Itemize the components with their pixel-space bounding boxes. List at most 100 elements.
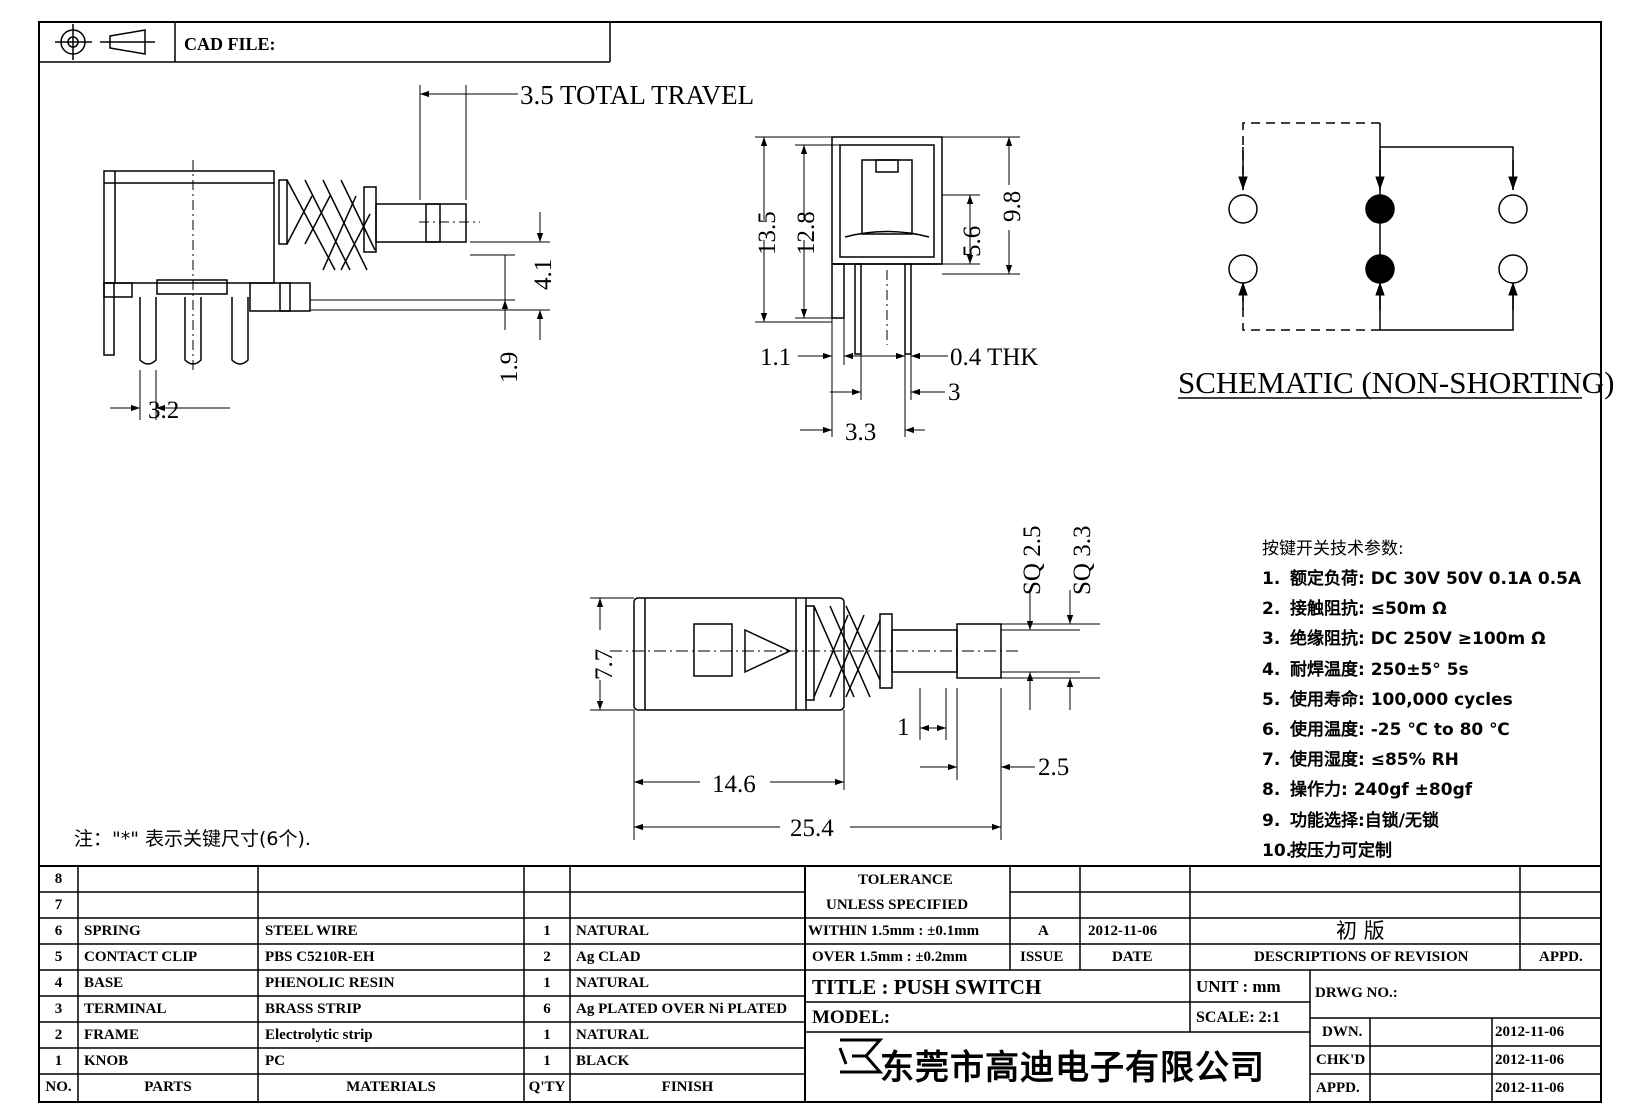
bom-header-qty: Q'TY: [528, 1079, 566, 1095]
dwn-label: DWN.: [1322, 1024, 1363, 1040]
drwg-no-label: DRWG NO.:: [1315, 985, 1398, 1001]
spec-item-text: 接触阻抗: ≤50m Ω: [1290, 599, 1447, 620]
front-view: [831, 136, 943, 355]
spec-item-number: 10.: [1262, 840, 1293, 861]
bom-row-qty: 6: [543, 1001, 551, 1017]
bom-row-material: STEEL WIRE: [265, 923, 358, 939]
dim-total-travel: 3.5 TOTAL TRAVEL: [520, 80, 754, 110]
dim-13-5: 13.5: [754, 211, 781, 255]
spec-item-number: 2.: [1262, 599, 1281, 620]
spec-item: 5.使用寿命: 100,000 cycles: [1262, 685, 1513, 710]
bom-row-qty: 1: [543, 1027, 551, 1043]
dim-12-8: 12.8: [793, 211, 820, 255]
dim-0-4-thk: 0.4 THK: [950, 344, 1038, 371]
bom-row-part: SPRING: [84, 923, 141, 939]
revision-description: 初 版: [1336, 919, 1385, 943]
bom-row-material: Electrolytic strip: [265, 1027, 373, 1043]
bom-row-part: KNOB: [84, 1053, 129, 1069]
spec-item: 3. 绝缘阻抗: DC 250V ≥100m Ω: [1262, 624, 1546, 649]
bom-row-no: 8: [54, 871, 63, 887]
spec-item: 7.使用湿度: ≤85% RH: [1262, 745, 1459, 770]
spec-item-text: 绝缘阻抗: DC 250V ≥100m Ω: [1290, 629, 1546, 650]
bom-row-part: BASE: [84, 975, 124, 991]
schematic-diagram: [1228, 122, 1528, 331]
bom-row-no: 1: [54, 1053, 63, 1069]
spec-item: 10.按压力可定制: [1262, 836, 1392, 861]
bom-row-part: CONTACT CLIP: [84, 949, 198, 965]
dim-1-1: 1.1: [760, 344, 791, 371]
bom-row-material: PHENOLIC RESIN: [265, 975, 395, 991]
date-label: DATE: [1112, 949, 1153, 965]
chkd-label: CHK'D: [1316, 1052, 1366, 1068]
dim-2-5: 2.5: [1038, 754, 1069, 781]
spec-item-number: 6.: [1262, 720, 1281, 740]
dim-25-4: 25.4: [790, 815, 834, 842]
spec-item-text: 操作力: 240gf ±80gf: [1290, 780, 1473, 801]
spec-item-number: 3.: [1262, 629, 1281, 650]
title-block-grid: [39, 865, 1601, 1102]
scale-text: SCALE: 2:1: [1196, 1009, 1281, 1026]
tolerance-within: WITHIN 1.5mm : ±0.1mm: [808, 923, 980, 939]
front-view-dimensions: [755, 136, 1020, 437]
bom-row-qty: 1: [543, 923, 551, 939]
top-view: [610, 597, 1020, 711]
cad-file-label: CAD FILE:: [184, 34, 276, 54]
revision-date: 2012-11-06: [1088, 923, 1158, 939]
tolerance-line2: UNLESS SPECIFIED: [826, 897, 969, 913]
note-text: 注："*" 表示关键尺寸(6个).: [74, 828, 311, 850]
bom-row-material: PBS C5210R-EH: [265, 949, 375, 965]
company-name: 东莞市高迪电子有限公司: [880, 1048, 1265, 1088]
bom-header-materials: MATERIALS: [346, 1079, 436, 1095]
appd-sign-label: APPD.: [1316, 1080, 1360, 1096]
spec-item-text: 使用寿命: 100,000 cycles: [1290, 689, 1513, 710]
bom-row-no: 5: [54, 949, 63, 965]
bom-row-qty: 2: [543, 949, 551, 965]
spec-item: 1.额定负荷: DC 30V 50V 0.1A 0.5A: [1262, 564, 1581, 589]
projection-symbol-icon: [55, 24, 155, 60]
dim-1: 1: [897, 714, 910, 741]
bom-row-finish: NATURAL: [576, 1027, 650, 1043]
dim-9-8: 9.8: [999, 191, 1026, 222]
spec-item: 2. 接触阻抗: ≤50m Ω: [1262, 594, 1447, 619]
spec-item-number: 4.: [1262, 659, 1281, 680]
specs-title: 按键开关技术参数:: [1262, 539, 1404, 559]
appd-date: 2012-11-06: [1495, 1080, 1565, 1096]
bom-row-part: FRAME: [84, 1027, 139, 1043]
bom-row-finish: Ag CLAD: [576, 949, 641, 965]
dim-7-7: 7.7: [591, 649, 618, 680]
dim-14-6: 14.6: [712, 771, 756, 798]
tolerance-over: OVER 1.5mm : ±0.2mm: [812, 949, 968, 965]
spec-item-number: 9.: [1262, 810, 1281, 831]
bom-row-material: BRASS STRIP: [265, 1001, 362, 1017]
spec-item-number: 8.: [1262, 780, 1281, 801]
spec-item: 8. 操作力: 240gf ±80gf: [1262, 775, 1472, 800]
side-view: [103, 160, 480, 370]
dim-3: 3: [948, 379, 961, 406]
spec-item-text: 额定负荷: DC 30V 50V 0.1A 0.5A: [1290, 569, 1582, 589]
dim-sq-3-3: SQ 3.3: [1069, 526, 1096, 595]
company-logo: [838, 1038, 884, 1074]
bom-header-no: NO.: [45, 1079, 72, 1095]
unit-text: UNIT : mm: [1196, 977, 1281, 996]
dim-4-1: 4.1: [530, 259, 557, 290]
side-view-dimensions: [110, 85, 550, 420]
revision-issue: A: [1038, 923, 1049, 939]
bom-row-part: TERMINAL: [84, 1001, 167, 1017]
spec-item: 9. 功能选择:自锁/无锁: [1262, 806, 1439, 831]
issue-label: ISSUE: [1020, 949, 1064, 965]
model-label: MODEL:: [812, 1007, 891, 1028]
dwn-date: 2012-11-06: [1495, 1024, 1565, 1040]
schematic-caption: SCHEMATIC (NON-SHORTING): [1178, 365, 1614, 400]
bom-row-no: 4: [54, 975, 63, 991]
spec-item-text: 使用温度: -25 ℃ to 80 ℃: [1290, 720, 1510, 740]
bom-row-no: 3: [54, 1001, 63, 1017]
chkd-date: 2012-11-06: [1495, 1052, 1565, 1068]
bom-row-finish: BLACK: [576, 1053, 630, 1069]
bom-row-no: 6: [54, 923, 63, 939]
title-text: TITLE : PUSH SWITCH: [812, 975, 1042, 999]
dim-1-9: 1.9: [496, 352, 523, 383]
spec-item-number: 7.: [1262, 750, 1281, 771]
top-view-dimensions: [590, 590, 1100, 840]
spec-item-text: 功能选择:自锁/无锁: [1290, 810, 1440, 831]
